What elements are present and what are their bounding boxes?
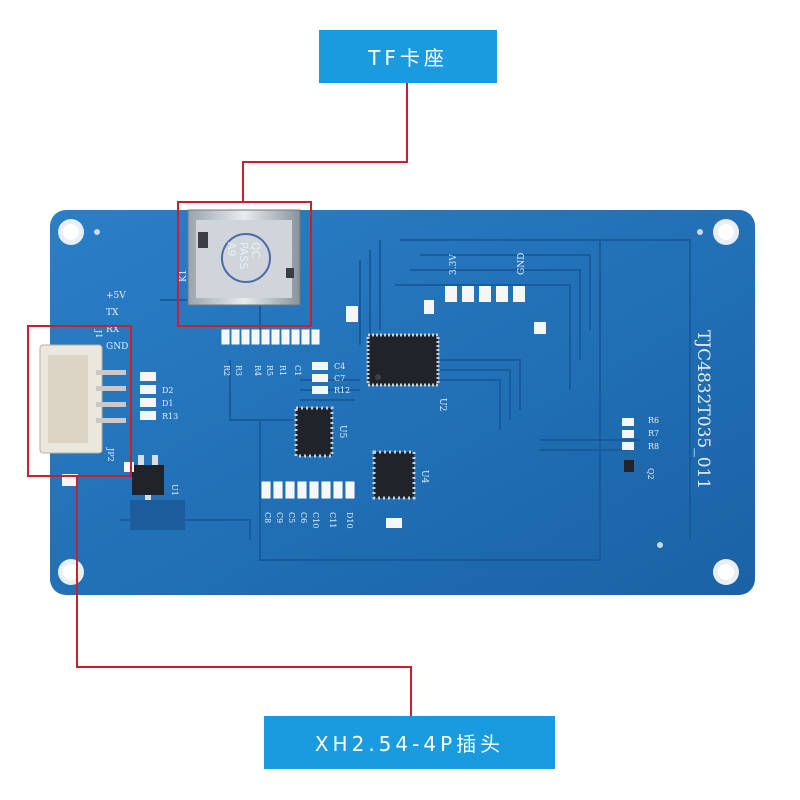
tf-slot-callout-text: TF卡座 bbox=[368, 46, 448, 70]
svg-text:C10: C10 bbox=[311, 512, 320, 528]
pin-labels: +5V TX RX GND bbox=[106, 291, 128, 352]
svg-text:R6: R6 bbox=[648, 416, 659, 425]
svg-text:R7: R7 bbox=[648, 429, 659, 438]
tf-card-slot: QC PASS A9 bbox=[187, 209, 301, 306]
svg-text:C5: C5 bbox=[287, 512, 296, 523]
svg-text:R12: R12 bbox=[334, 386, 350, 395]
svg-text:C7: C7 bbox=[334, 374, 345, 383]
connector-callout: XH2.54-4P插头 bbox=[264, 716, 555, 769]
bottom-cap-row bbox=[261, 481, 355, 499]
svg-text:R1: R1 bbox=[278, 365, 287, 376]
xh-connector bbox=[39, 344, 126, 454]
right-col-labels: R6 R7 R8 Q2 bbox=[646, 416, 659, 480]
svg-text:D1: D1 bbox=[162, 399, 174, 408]
slot-ref-label: K1 bbox=[179, 270, 189, 282]
mid-row-labels: R2 R3 R4 R5 R1 C1 bbox=[222, 365, 302, 376]
pcb-board bbox=[50, 210, 755, 595]
connector-callout-text: XH2.54-4P插头 bbox=[314, 732, 505, 756]
u2-label: U2 bbox=[437, 398, 447, 411]
qc-stamp-line3: A9 bbox=[225, 242, 238, 257]
pin-label-gnd: GND bbox=[106, 342, 128, 352]
svg-text:C11: C11 bbox=[328, 512, 337, 528]
svg-text:C6: C6 bbox=[299, 512, 308, 523]
r14-part bbox=[346, 306, 358, 322]
j1-label: J1 bbox=[94, 329, 103, 338]
u4-label: U4 bbox=[419, 470, 429, 484]
u1-label: U1 bbox=[170, 484, 179, 496]
power-labels: 3.3V GND bbox=[449, 253, 527, 275]
qc-stamp bbox=[221, 233, 271, 283]
right-column-parts bbox=[622, 418, 634, 472]
label-gnd-top: GND bbox=[517, 253, 527, 275]
r11-part bbox=[424, 300, 434, 314]
svg-text:R5: R5 bbox=[265, 365, 274, 376]
left-diode-labels: D2 D1 R13 bbox=[162, 386, 178, 421]
svg-text:C1: C1 bbox=[293, 365, 302, 376]
jp2-label: JP2 bbox=[106, 447, 115, 462]
c9-part bbox=[386, 518, 402, 528]
u5-chip bbox=[294, 406, 334, 458]
left-diodes bbox=[140, 372, 156, 420]
u1-regulator bbox=[130, 455, 185, 530]
svg-text:C8: C8 bbox=[263, 512, 272, 523]
u5-label: U5 bbox=[337, 425, 347, 439]
label-3v3: 3.3V bbox=[449, 254, 459, 275]
resistor-row bbox=[221, 329, 320, 345]
svg-text:Q2: Q2 bbox=[646, 468, 655, 480]
svg-text:C4: C4 bbox=[334, 362, 345, 371]
svg-text:R3: R3 bbox=[234, 365, 243, 376]
qc-stamp-line2: PASS bbox=[237, 242, 250, 269]
callout-lines bbox=[27, 83, 412, 716]
j2-part bbox=[534, 322, 546, 334]
mcu-chip bbox=[366, 333, 440, 387]
power-header-pads bbox=[445, 286, 525, 302]
mcu-side-caps bbox=[312, 362, 328, 394]
svg-text:R2: R2 bbox=[222, 365, 231, 376]
mid-side-labels: C4 C7 R12 bbox=[334, 362, 350, 395]
svg-text:R8: R8 bbox=[648, 442, 659, 451]
svg-text:R4: R4 bbox=[253, 365, 262, 376]
u4-chip bbox=[372, 450, 416, 500]
svg-text:R13: R13 bbox=[162, 412, 178, 421]
tf-slot-callout: TF卡座 bbox=[319, 30, 497, 83]
svg-text:D2: D2 bbox=[162, 386, 174, 395]
jumper-pad bbox=[124, 462, 134, 472]
pin-label-tx: TX bbox=[106, 308, 119, 318]
svg-text:C9: C9 bbox=[275, 512, 284, 523]
svg-text:D10: D10 bbox=[345, 512, 354, 529]
pin-label-5v: +5V bbox=[106, 291, 126, 301]
board-model-label: TJC4832T035_011 bbox=[693, 330, 713, 489]
qc-stamp-line1: QC bbox=[249, 242, 262, 259]
pin-label-rx: RX bbox=[106, 325, 120, 335]
bottom-row-labels: C8 C9 C5 C6 C10 C11 D10 bbox=[263, 512, 354, 529]
